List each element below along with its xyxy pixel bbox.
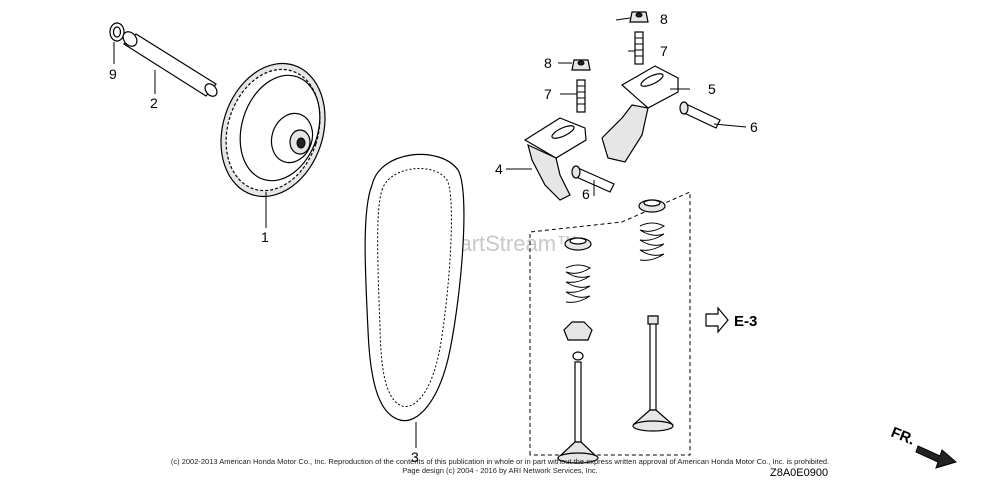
adjusting-screw-left-part[interactable]: [576, 79, 586, 113]
callout-8-left[interactable]: 8: [544, 55, 552, 71]
exhaust-valve-part[interactable]: [632, 315, 674, 432]
rocker-arm-right-part[interactable]: [601, 65, 679, 163]
o-ring-part[interactable]: [109, 22, 125, 42]
intake-valve-part[interactable]: [557, 361, 599, 464]
front-label: FR.: [889, 424, 918, 449]
callout-1[interactable]: 1: [261, 229, 269, 245]
callout-6-upper[interactable]: 6: [750, 119, 758, 135]
pivot-bolt-lower-part[interactable]: [571, 165, 615, 193]
valve-spring-right-part[interactable]: [639, 222, 665, 261]
nut-left-part[interactable]: [571, 59, 591, 71]
callout-9[interactable]: 9: [109, 66, 117, 82]
timing-belt-part[interactable]: [364, 153, 465, 422]
reference-label: E-3: [734, 313, 757, 330]
front-indicator: FR.: [889, 424, 958, 469]
callout-7-left[interactable]: 7: [544, 86, 552, 102]
valve-spring-left-part[interactable]: [565, 264, 591, 303]
copyright-text: (c) 2002-2013 American Honda Motor Co., …: [171, 457, 829, 466]
callout-8-right[interactable]: 8: [660, 11, 668, 27]
callout-numbers: 9 2 1 3 4 5 6 6 7 7 8 8: [109, 11, 758, 465]
page-design-text: Page design (c) 2004 - 2016 by ARI Netwo…: [402, 466, 598, 475]
callout-4[interactable]: 4: [495, 161, 503, 177]
shaft-part[interactable]: [120, 29, 219, 99]
valve-seal-left-part[interactable]: [563, 321, 593, 361]
leader-lines: [113, 17, 747, 448]
valve-retainer-right-part[interactable]: [638, 199, 666, 213]
diagram-code: Z8A0E0900: [770, 467, 828, 479]
rocker-arm-left-part[interactable]: [523, 117, 587, 201]
callout-6-lower[interactable]: 6: [582, 186, 590, 202]
adjusting-screw-right-part[interactable]: [634, 31, 644, 65]
pivot-bolt-upper-part[interactable]: [679, 101, 721, 129]
reference-arrow[interactable]: E-3: [705, 306, 757, 334]
callout-7-right[interactable]: 7: [660, 43, 668, 59]
camshaft-pulley-part[interactable]: [204, 50, 341, 210]
nut-right-part[interactable]: [629, 11, 649, 23]
callout-5[interactable]: 5: [708, 81, 716, 97]
valve-retainer-left-part[interactable]: [564, 237, 592, 251]
callout-2[interactable]: 2: [150, 95, 158, 111]
callout-3[interactable]: 3: [411, 449, 419, 465]
